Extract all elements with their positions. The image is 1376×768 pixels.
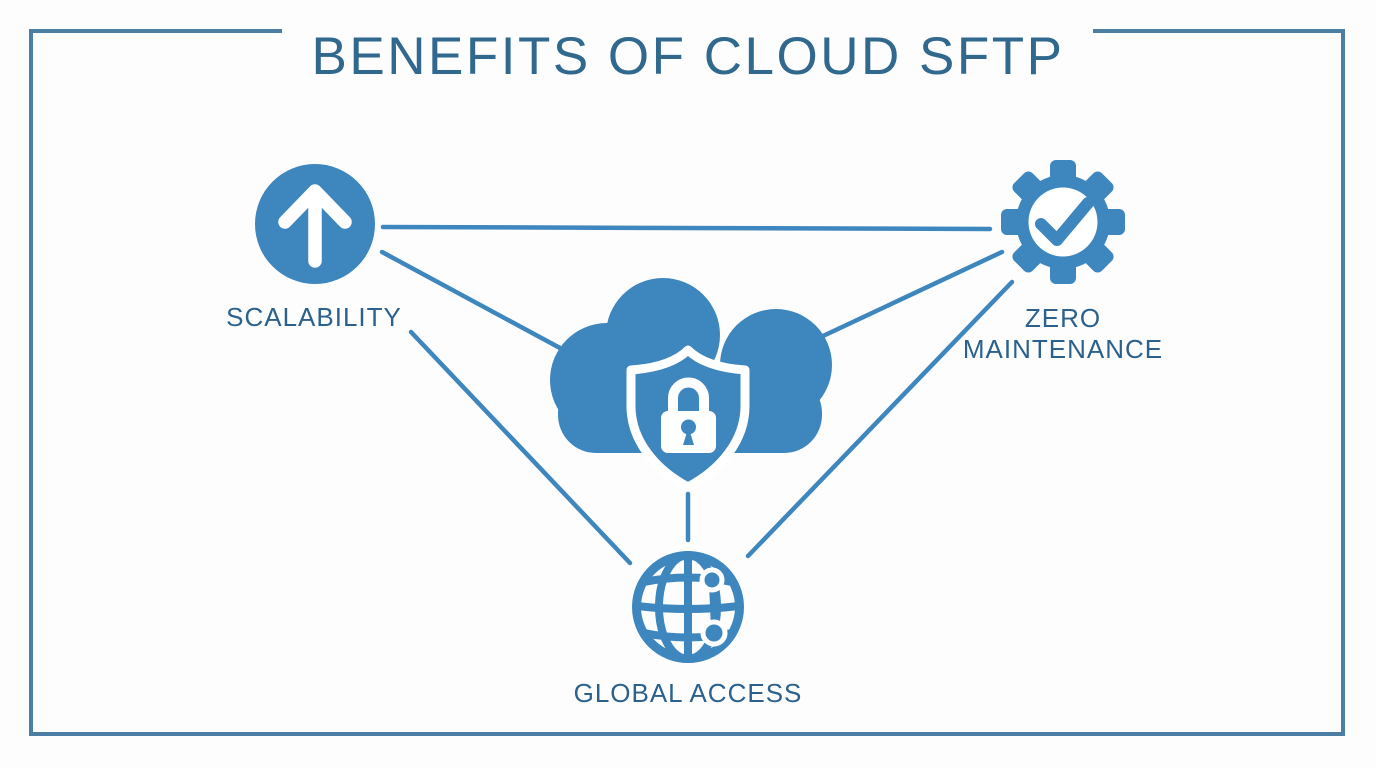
page-title: BENEFITS OF CLOUD SFTP [311,27,1065,86]
gear-check-icon [1001,160,1125,284]
zero-maintenance-label-line2: MAINTENANCE [962,334,1164,364]
zero-maintenance-label: ZERO MAINTENANCE [928,303,1198,365]
check-icon [1035,197,1094,246]
connector-scalability-cloud [379,249,563,351]
globe-network-icon [632,551,744,663]
global-access-label: GLOBAL ACCESS [573,678,803,708]
globe-node-link [709,588,718,625]
connector-maintenance-globe [745,279,1015,559]
connector-scalability-maintenance [380,224,993,232]
up-arrow-circle-icon [255,164,375,284]
globe-network-nodes [699,567,728,647]
connector-scalability-globe [408,329,633,566]
lock-shackle [668,377,709,416]
frame-border [29,29,1345,736]
zero-maintenance-label-line1: ZERO [1024,303,1102,333]
up-arrow-glyph [278,184,352,268]
connector-lines [379,224,1015,566]
connector-maintenance-cloud [820,249,1005,339]
cloud-shield-lock-icon [550,278,832,492]
lock-keyhole [681,419,696,445]
scalability-label: SCALABILITY [226,302,402,332]
globe-grid [632,551,744,663]
